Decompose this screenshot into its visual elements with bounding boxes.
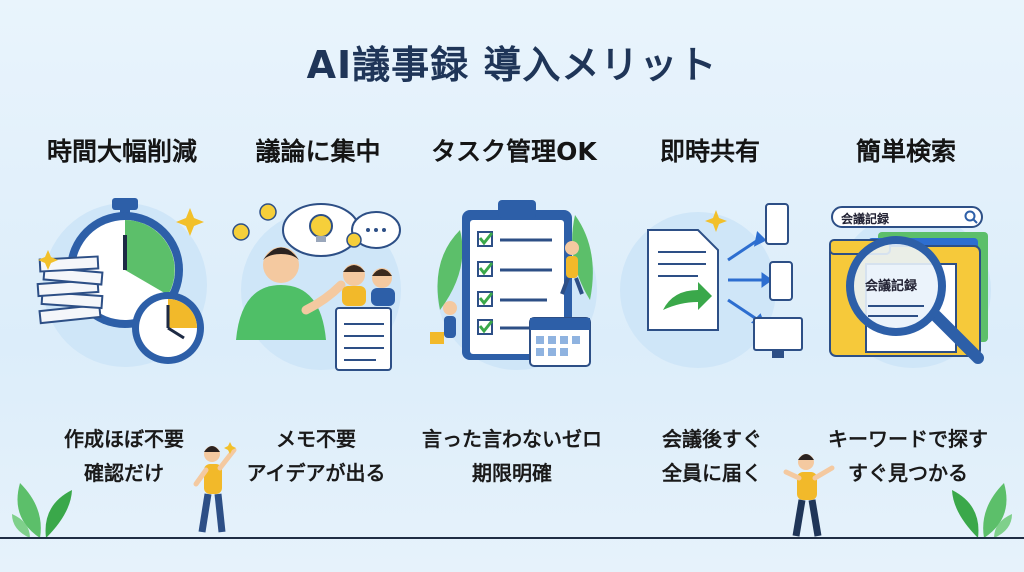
heading-easy-search: 簡単検索 [855,137,956,166]
caption-line: キーワードで探す [828,427,988,451]
stopwatch-documents-icon [36,198,207,367]
caption-line: メモ不要 [276,427,356,451]
search-icon [964,210,978,224]
caption-line: アイデアが出る [246,461,386,485]
heading-focus-discussion: 議論に集中 [255,137,381,166]
magnifier-folder-icon [829,212,991,368]
clipboard-checklist-icon [430,200,597,370]
person-idea-icon [232,203,401,371]
caption-line: 作成ほぼ不要 [64,427,184,451]
caption-instant-share: 会議後すぐ 全員に届く [602,422,822,490]
caption-line: すぐ見つかる [848,461,968,485]
cheering-person-icon [193,442,237,533]
page-title: AI議事録 導入メリット [306,43,718,87]
caption-line: 会議後すぐ [662,427,762,451]
search-bar-text: 会議記録 [841,212,890,226]
caption-focus-discussion: メモ不要 アイデアが出る [206,422,426,490]
caption-line: 確認だけ [84,461,164,485]
search-bar: 会議記録 [831,206,983,228]
caption-line: 期限明確 [472,461,552,485]
document-share-devices-icon [620,203,803,368]
caption-time-reduction: 作成ほぼ不要 確認だけ [14,422,234,490]
magnifier-label: 会議記録 [864,279,917,294]
heading-time-reduction: 時間大幅削減 [46,137,197,166]
caption-task-management: 言った言わないゼロ 期限明確 [402,422,622,490]
caption-line: 全員に届く [662,461,762,485]
heading-instant-share: 即時共有 [659,137,760,166]
plant-right-icon [952,483,1012,538]
caption-easy-search: キーワードで探す すぐ見つかる [798,422,1018,490]
heading-task-management: タスク管理OK [431,137,597,166]
ground-line [0,537,1024,539]
caption-line: 言った言わないゼロ [422,427,602,451]
pointing-person-icon [783,454,835,537]
plant-left-icon [12,483,72,538]
